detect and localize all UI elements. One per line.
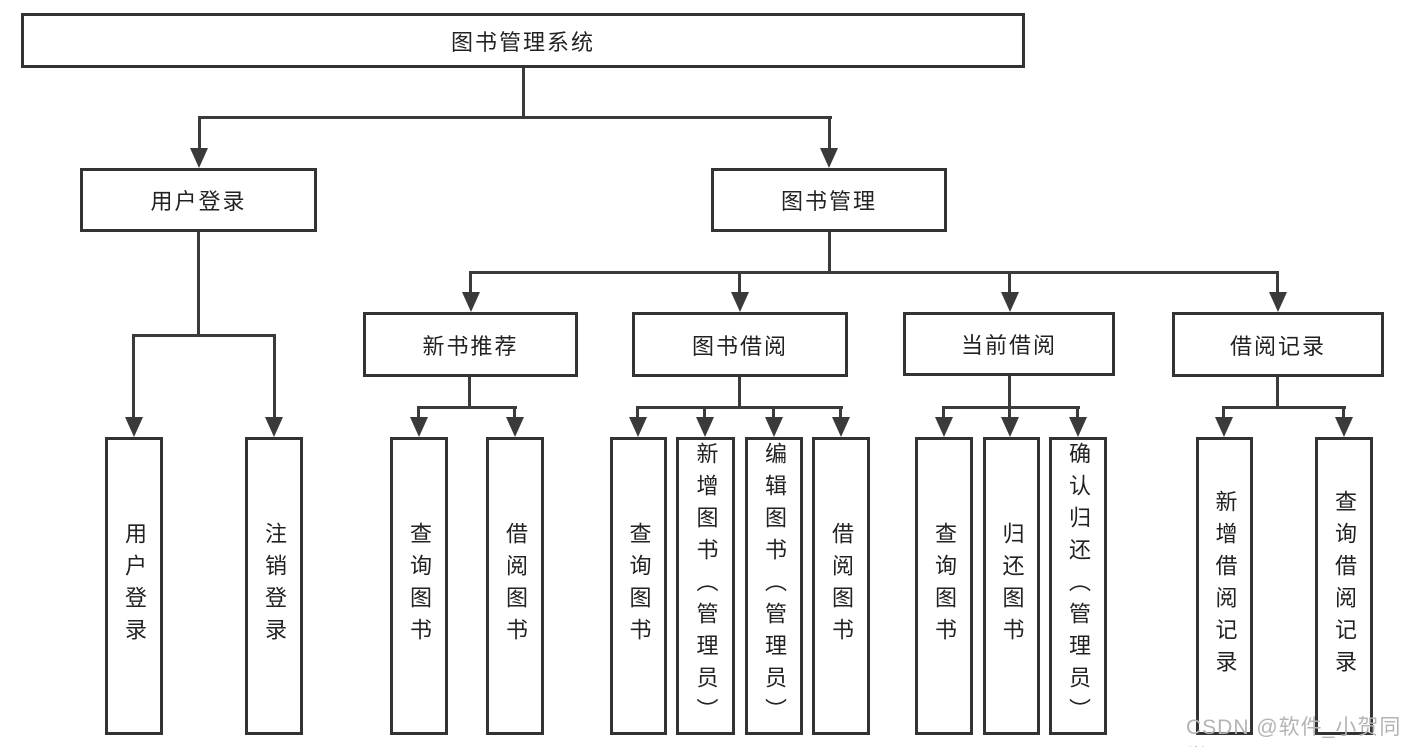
connector-book-borrowing-split xyxy=(636,406,843,409)
connector-to-nb-borrow xyxy=(513,406,516,419)
leaf-cb-return-books-label: 归还图书 xyxy=(999,522,1025,650)
leaf-br-add-record: 新增借阅记录 xyxy=(1196,437,1253,735)
connector-new-book-stem xyxy=(468,376,471,408)
leaf-user-login-action: 用户登录 xyxy=(105,437,163,735)
leaf-br-query-record: 查询借阅记录 xyxy=(1315,437,1373,735)
connector-to-user-login xyxy=(198,116,201,150)
leaf-cb-query-books-label: 查询图书 xyxy=(932,522,957,650)
leaf-nb-borrow-books: 借阅图书 xyxy=(486,437,544,735)
arrowhead-login-leaf-icon xyxy=(125,417,143,437)
connector-current-borrowing-stem xyxy=(1008,376,1011,408)
node-book-borrowing: 图书借阅 xyxy=(632,312,848,377)
connector-to-login-leaf xyxy=(132,334,135,418)
connector-to-bb-query xyxy=(636,406,639,419)
connector-to-current-borrowing xyxy=(1008,271,1011,295)
leaf-cb-confirm-return-admin-label: 确认归还（管理员） xyxy=(1066,442,1091,730)
leaf-bb-add-books-admin: 新增图书（管理员） xyxy=(676,437,735,735)
connector-to-nb-query xyxy=(417,406,420,419)
connector-user-login-split xyxy=(132,334,276,337)
leaf-bb-query-books: 查询图书 xyxy=(610,437,667,735)
connector-to-new-book-recommend xyxy=(469,271,472,295)
connector-borrowing-records-stem xyxy=(1276,376,1279,408)
arrowhead-bb-borrow-icon xyxy=(832,417,850,437)
node-borrowing-records: 借阅记录 xyxy=(1172,312,1384,377)
connector-to-cb-query xyxy=(942,406,945,419)
arrowhead-nb-query-icon xyxy=(410,417,428,437)
arrowhead-br-query-icon xyxy=(1335,417,1353,437)
connector-to-br-query xyxy=(1342,406,1345,419)
connector-to-borrowing-records xyxy=(1276,271,1279,295)
arrowhead-nb-borrow-icon xyxy=(506,417,524,437)
arrowhead-cb-return-icon xyxy=(1001,417,1019,437)
leaf-bb-query-books-label: 查询图书 xyxy=(626,522,652,650)
connector-new-book-split xyxy=(417,406,517,409)
node-current-borrowing: 当前借阅 xyxy=(903,312,1115,376)
connector-book-management-stem xyxy=(828,232,831,273)
leaf-nb-borrow-books-label: 借阅图书 xyxy=(503,522,528,650)
leaf-logout-action: 注销登录 xyxy=(245,437,303,735)
arrowhead-current-borrowing-icon xyxy=(1001,292,1019,312)
arrowhead-user-login-icon xyxy=(190,148,208,168)
leaf-bb-edit-books-admin-label: 编辑图书（管理员） xyxy=(762,442,787,730)
connector-root-split xyxy=(198,116,832,119)
leaf-br-query-record-label: 查询借阅记录 xyxy=(1332,490,1357,682)
connector-book-borrowing-stem xyxy=(738,376,741,408)
leaf-bb-borrow-books: 借阅图书 xyxy=(812,437,870,735)
node-book-management: 图书管理 xyxy=(711,168,947,232)
leaf-cb-return-books: 归还图书 xyxy=(983,437,1040,735)
connector-to-br-add xyxy=(1222,406,1225,419)
connector-book-management-split xyxy=(469,271,1279,274)
node-user-login: 用户登录 xyxy=(80,168,317,232)
connector-current-borrowing-split xyxy=(942,406,1080,409)
leaf-nb-query-books-label: 查询图书 xyxy=(407,522,432,650)
arrowhead-borrowing-records-icon xyxy=(1269,292,1287,312)
arrowhead-bb-add-icon xyxy=(696,417,714,437)
node-new-book-recommend: 新书推荐 xyxy=(363,312,578,377)
arrowhead-book-borrowing-icon xyxy=(731,292,749,312)
connector-to-logout-leaf xyxy=(273,334,276,418)
connector-to-bb-add xyxy=(703,406,706,419)
arrowhead-logout-leaf-icon xyxy=(265,417,283,437)
node-user-login-label: 用户登录 xyxy=(150,189,247,214)
connector-user-login-stem xyxy=(197,232,200,336)
node-root-label: 图书管理系统 xyxy=(450,29,595,55)
node-borrowing-records-label: 借阅记录 xyxy=(1229,333,1326,359)
leaf-cb-query-books: 查询图书 xyxy=(915,437,973,735)
leaf-br-add-record-label: 新增借阅记录 xyxy=(1212,490,1238,682)
arrowhead-book-management-icon xyxy=(820,148,838,168)
connector-to-cb-return xyxy=(1008,406,1011,419)
arrowhead-bb-query-icon xyxy=(629,417,647,437)
node-book-management-label: 图书管理 xyxy=(780,189,877,214)
leaf-bb-edit-books-admin: 编辑图书（管理员） xyxy=(745,437,803,735)
connector-to-bb-borrow xyxy=(839,406,842,419)
node-new-book-recommend-label: 新书推荐 xyxy=(422,333,519,359)
node-current-borrowing-label: 当前借阅 xyxy=(960,333,1057,358)
arrowhead-new-book-recommend-icon xyxy=(462,292,480,312)
connector-to-bb-edit xyxy=(772,406,775,419)
connector-to-book-borrowing xyxy=(738,271,741,295)
connector-to-cb-confirm xyxy=(1076,406,1079,419)
connector-to-book-management xyxy=(828,116,831,150)
leaf-bb-borrow-books-label: 借阅图书 xyxy=(829,522,854,650)
leaf-cb-confirm-return-admin: 确认归还（管理员） xyxy=(1049,437,1107,735)
leaf-bb-add-books-admin-label: 新增图书（管理员） xyxy=(693,442,719,730)
arrowhead-cb-query-icon xyxy=(935,417,953,437)
csdn-watermark: CSDN @软件_小贺同学 xyxy=(1186,716,1402,747)
connector-borrowing-records-split xyxy=(1222,406,1346,409)
node-book-borrowing-label: 图书借阅 xyxy=(691,333,788,359)
leaf-logout-action-label: 注销登录 xyxy=(262,522,287,650)
arrowhead-cb-confirm-icon xyxy=(1069,417,1087,437)
leaf-nb-query-books: 查询图书 xyxy=(390,437,448,735)
connector-root-stem xyxy=(522,68,525,118)
arrowhead-br-add-icon xyxy=(1215,417,1233,437)
arrowhead-bb-edit-icon xyxy=(765,417,783,437)
node-root-system: 图书管理系统 xyxy=(21,13,1025,68)
leaf-user-login-action-label: 用户登录 xyxy=(122,522,147,650)
